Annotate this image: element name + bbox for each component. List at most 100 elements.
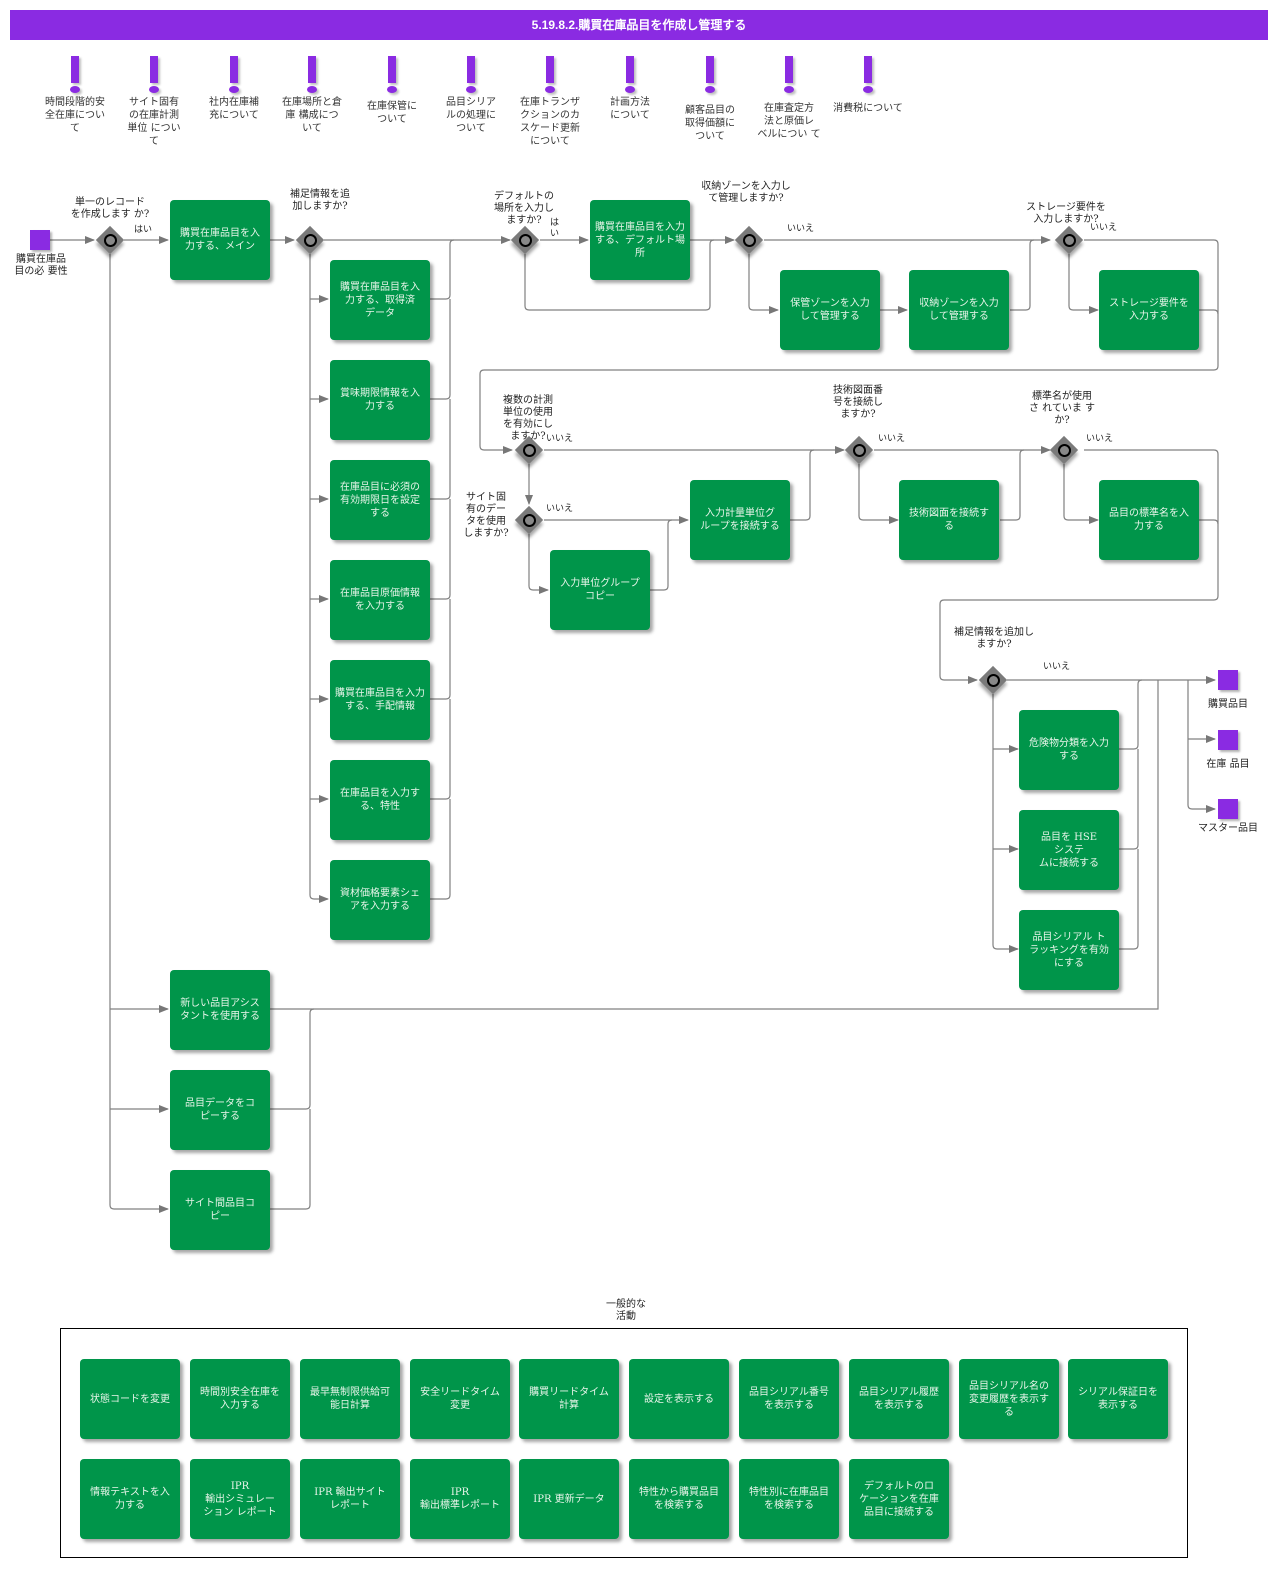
flow-label-no: いいえ [878,434,906,444]
general-activity[interactable]: 情報テキストを入 力する [80,1459,180,1539]
concept-item[interactable]: 品目シリア ルの処理に ついて [431,46,511,135]
gateway-label: 複数の計測 単位の使用 を有効にし ますか? [503,395,553,442]
task-enter-standard-name[interactable]: 品目の標準名を入 力する [1099,480,1199,560]
concept-item[interactable]: 在庫査定方 法と原価レ ベルについ て [749,46,829,141]
concept-item[interactable]: 在庫トランザ クションのカ スケード更新 について [510,46,590,148]
exclamation-icon [510,46,590,94]
flow-label-yes: はい [134,225,153,235]
task-enter-shelf-life[interactable]: 賞味期限情報を入 力する [330,360,430,440]
concept-label: 消費税について [833,103,903,114]
general-activity[interactable]: 品目シリアル履歴 を表示する [849,1359,949,1439]
concept-label: 品目シリア ルの処理に ついて [446,97,496,134]
general-activities-label: 一般的な 活動 [606,1299,646,1322]
task-enter-acquired-data[interactable]: 購買在庫品目を入 力する、取得済 データ [330,260,430,340]
task-enter-main[interactable]: 購買在庫品目を入 力する、メイン [170,200,270,280]
gateway-standard-name[interactable] [1049,435,1079,465]
task-storage-zone[interactable]: 保管ゾーンを入力 して管理する [780,270,880,350]
concept-label: 計画方法 について [610,97,650,121]
exclamation-icon [272,46,352,94]
concept-item[interactable]: 在庫場所と倉 庫 構成につ いて [272,46,352,135]
concept-label: 顧客品目の 取得価額に ついて [685,105,735,142]
concept-item[interactable]: 計画方法 について [590,46,670,122]
general-activity[interactable]: IPR 輸出シミュレー ション レポート [190,1459,290,1539]
task-new-item-wizard[interactable]: 新しい品目アシス タントを使用する [170,970,270,1050]
gateway-add-info-2[interactable] [978,665,1008,695]
exclamation-icon [114,46,194,94]
exclamation-icon [590,46,670,94]
task-copy-item-data[interactable]: 品目データをコ ピーする [170,1070,270,1150]
concept-item[interactable]: 社内在庫補 充について [194,46,274,122]
flow-label-no: いいえ [1043,662,1071,672]
general-activity[interactable]: 時間別安全在庫を 入力する [190,1359,290,1439]
concept-item[interactable]: サイト固有 の在庫計測 単位 につい て [114,46,194,148]
task-cross-site-copy[interactable]: サイト間品目コ ピー [170,1170,270,1250]
task-enter-characteristics[interactable]: 在庫品目を入力す る、特性 [330,760,430,840]
task-enter-cost[interactable]: 在庫品目原価情報 を入力する [330,560,430,640]
exclamation-icon [431,46,511,94]
concept-label: サイト固有 の在庫計測 単位 につい て [127,97,181,147]
concept-item[interactable]: 時間段階的安 全在庫につい て [35,46,115,135]
concept-item[interactable]: 在庫保管に ついて [352,46,432,126]
exclamation-icon [670,46,750,94]
general-activity[interactable]: 状態コードを変更 [80,1359,180,1439]
task-enter-order-info[interactable]: 購買在庫品目を入力 する、手配情報 [330,660,430,740]
gateway-label: 補足情報を追 加しますか? [290,189,350,212]
task-stow-zone[interactable]: 収納ゾーンを入力 して管理する [909,270,1009,350]
exclamation-icon [828,46,908,94]
gateway-label: 標準名が使用 さ れていま す か? [1028,391,1096,426]
exclamation-icon [35,46,115,94]
concept-label: 社内在庫補 充について [209,97,259,121]
task-serial-tracking[interactable]: 品目シリアル ト ラッキングを有効 にする [1019,910,1119,990]
general-activity[interactable]: シリアル保証日を 表示する [1068,1359,1168,1439]
gateway-drawing[interactable] [844,435,874,465]
task-connect-hse[interactable]: 品目を HSE システ ムに接続する [1019,810,1119,890]
general-activity[interactable]: 品目シリアル番号 を表示する [739,1359,839,1439]
task-hazard-class[interactable]: 危険物分類を入力 する [1019,710,1119,790]
gateway-label: デフォルトの 場所を入力し ますか? [494,191,554,226]
task-connect-drawing[interactable]: 技術図面を接続す る [899,480,999,560]
general-activity[interactable]: 品目シリアル名の 変更履歴を表示す る [959,1359,1059,1439]
gateway-stow-zone[interactable] [734,225,764,255]
concept-item[interactable]: 顧客品目の 取得価額に ついて [670,46,750,143]
general-activity[interactable]: IPR 輸出サイト レポート [300,1459,400,1539]
task-connect-uom-group[interactable]: 入力計量単位グ ループを接続する [690,480,790,560]
exclamation-icon [749,46,829,94]
task-storage-requirements[interactable]: ストレージ要件を 入力する [1099,270,1199,350]
gateway-multiple-uom[interactable] [514,435,544,465]
start-event-label: 購買在庫品 目の必 要性 [14,254,68,277]
end-event-label: 購買品目 [1208,699,1248,710]
gateway-storage-requirements[interactable] [1054,225,1084,255]
general-activity[interactable]: 安全リードタイム 変更 [410,1359,510,1439]
gateway-label: 収納ゾーンを入力し て管理しますか? [701,181,791,204]
gateway-label: 補足情報を追加し ますか? [954,627,1034,650]
concept-item[interactable]: 消費税について [828,46,908,115]
gateway-single-record[interactable] [95,225,125,255]
end-event-purchase-item[interactable] [1218,670,1238,690]
general-activity[interactable]: IPR 輸出標準レポート [410,1459,510,1539]
general-activities-group [60,1328,1188,1558]
task-enter-default-location[interactable]: 購買在庫品目を入力 する、デフォルト場 所 [590,200,690,280]
gateway-site-specific[interactable] [514,505,544,535]
task-copy-uom-group[interactable]: 入力単位グループ コピー [550,550,650,630]
general-activity[interactable]: IPR 更新データ [519,1459,619,1539]
gateway-label: 単一のレコード を作成します か? [70,197,150,220]
end-event-label: マスター品目 [1198,823,1258,834]
general-activity[interactable]: デフォルトのロ ケーションを在庫 品目に接続する [849,1459,949,1539]
gateway-label: ストレージ要件を 入力しますか? [1026,202,1106,225]
task-set-expiry[interactable]: 在庫品目に必須の 有効期限日を設定 する [330,460,430,540]
flow-label-yes: は い [550,218,560,239]
gateway-label: サイト固 有のデー タを使用 しますか? [463,492,509,539]
general-activity[interactable]: 購買リードタイム 計算 [519,1359,619,1439]
general-activity[interactable]: 特性から購買品目 を検索する [629,1459,729,1539]
start-event[interactable] [30,230,50,250]
general-activity[interactable]: 最早無制限供給可 能日計算 [300,1359,400,1439]
concept-label: 在庫トランザ クションのカ スケード更新 について [520,97,580,147]
end-event-inventory-item[interactable] [1218,730,1238,750]
task-enter-price-share[interactable]: 資材価格要素シェ アを入力する [330,860,430,940]
general-activity[interactable]: 設定を表示する [629,1359,729,1439]
end-event-master-item[interactable] [1218,799,1238,819]
gateway-add-info[interactable] [295,225,325,255]
gateway-default-location[interactable] [510,225,540,255]
general-activity[interactable]: 特性別に在庫品目 を検索する [739,1459,839,1539]
